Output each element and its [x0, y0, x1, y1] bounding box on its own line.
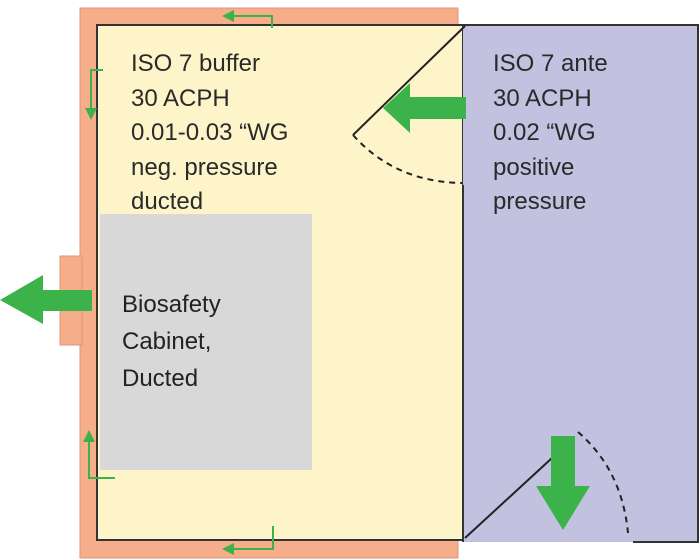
- return-air-arrow-icon: [222, 526, 274, 555]
- cabinet-label-line: Ducted: [122, 365, 199, 392]
- cabinet-label-line: Biosafety: [122, 291, 221, 318]
- airflow-arrow-left-icon: [383, 83, 466, 133]
- ante-room: [463, 25, 698, 542]
- return-air-arrow-icon: [85, 69, 103, 120]
- cabinet-label: Biosafety Cabinet, Ducted: [122, 286, 221, 397]
- ante-pressure-type-2: pressure: [493, 188, 587, 215]
- buffer-pressure-type: neg. pressure: [131, 153, 278, 181]
- return-air-arrow-icon: [83, 430, 115, 479]
- ante-pressure: 0.02 “WG: [493, 119, 596, 146]
- ante-door: [464, 457, 553, 539]
- airflow-arrow-down-icon: [536, 436, 590, 530]
- buffer-ducting: ducted: [131, 188, 204, 215]
- cabinet-label-line: Cabinet,: [122, 328, 212, 355]
- buffer-air-changes: 30 ACPH: [131, 84, 230, 112]
- return-air-arrow-icon: [222, 10, 273, 28]
- ante-door-opening: [464, 543, 632, 560]
- ante-air-changes: 30 ACPH: [493, 84, 592, 112]
- buffer-door: [352, 25, 466, 136]
- ante-classification: ISO 7 ante: [493, 50, 608, 77]
- ante-door-swing: [577, 431, 629, 534]
- ante-pressure-type-1: positive: [493, 153, 575, 181]
- biosafety-cabinet: [100, 214, 312, 470]
- buffer-classification: ISO 7 buffer: [131, 50, 260, 77]
- buffer-pressure: 0.01-0.03 “WG: [131, 119, 289, 146]
- buffer-door-swing: [352, 134, 463, 184]
- exhaust-arrow-icon: [0, 275, 92, 324]
- ante-room-walls: [462, 24, 699, 543]
- ante-room-label: ISO 7 ante 30 ACPH 0.02 “WG positive pre…: [493, 47, 608, 220]
- buffer-room-label: ISO 7 buffer 30 ACPH 0.01-0.03 “WG neg. …: [131, 47, 288, 220]
